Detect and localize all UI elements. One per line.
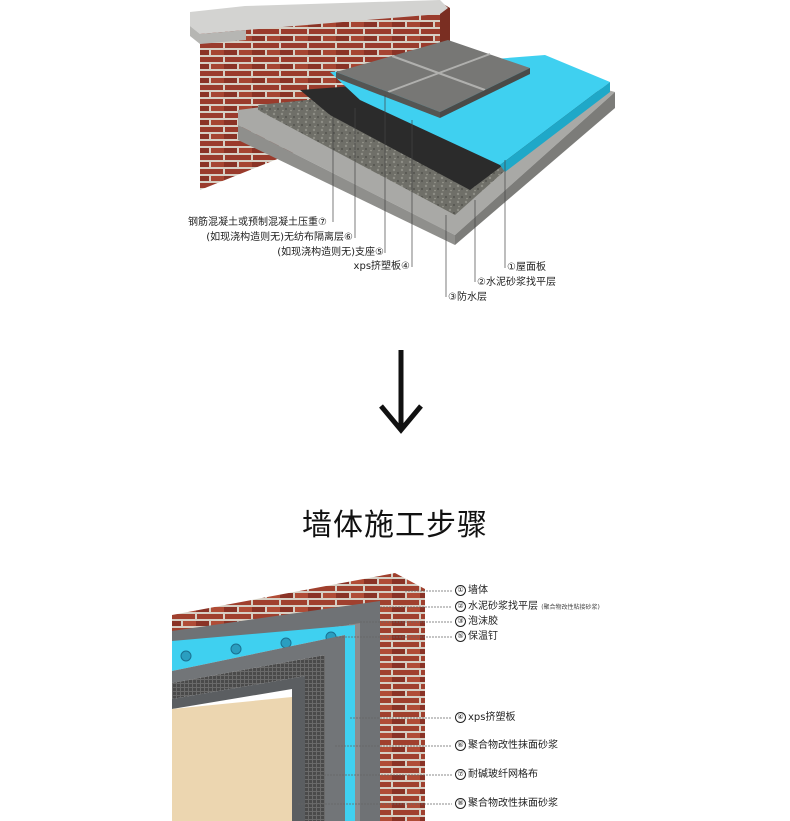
wall-section-illustration [172,573,452,821]
callout-number: ⑤ [455,631,466,642]
roof-callout-3: ③防水层 [448,292,487,303]
insulation-nail [230,643,242,655]
callout-number: ④ [455,712,466,723]
wall-mesh-layer [172,655,325,821]
wall-finish-render [172,697,292,821]
callout-number: ⑧ [455,798,466,809]
roof-callout-4: xps挤塑板④ [353,261,410,272]
roof-section-illustration [190,0,615,297]
roof-tiles [336,40,530,118]
roof-callout-7: 钢筋混凝土或预制混凝土压重⑦ [188,217,327,228]
wall-polymer-mortar-1 [172,635,345,821]
wall-mortar-layer [172,601,380,821]
wall-leader-lines [298,590,452,805]
callout-number: ② [455,601,466,612]
callout-number: ⑦ [455,769,466,780]
insulation-nail [280,637,292,649]
wall-callout-2-note: (聚合物改性粘接砂浆) [541,604,600,611]
callout-number: ① [455,585,466,596]
roof-callout-2: ②水泥砂浆找平层 [477,277,556,288]
roof-callout-5: (如现浇构造则无)支座⑤ [277,247,384,258]
down-arrow-icon [379,350,423,434]
insulation-nail [180,650,192,662]
roof-callout-6: (如现浇构造则无)无纺布隔离层⑥ [206,232,353,243]
callout-number: ③ [455,616,466,627]
step-title: 墙体施工步骤 [302,508,488,543]
callout-number: ⑥ [455,740,466,751]
roof-leader-lines [332,95,506,297]
roof-callout-1: ①屋面板 [507,262,546,273]
